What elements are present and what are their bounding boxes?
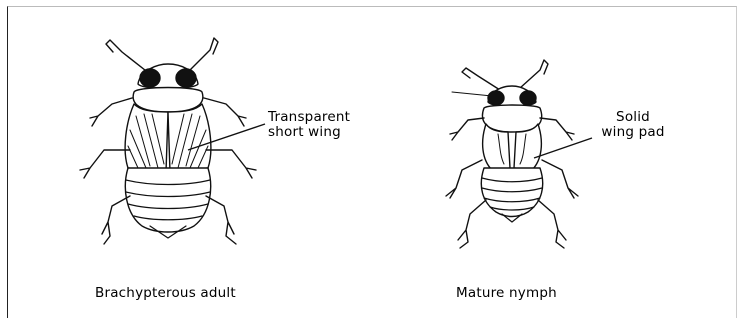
caption-mature-nymph: Mature nymph [456, 286, 557, 301]
callout-left-line1: Transparent [268, 110, 350, 125]
callout-right-line2: wing pad [598, 125, 668, 140]
callout-line-wing-pad [534, 138, 592, 158]
caption-brachypterous-adult: Brachypterous adult [95, 286, 236, 301]
mature-nymph-drawing [446, 60, 578, 248]
callout-right-line1: Solid [598, 110, 668, 125]
callout-label-solid-wing-pad: Solid wing pad [598, 110, 668, 140]
brachypterous-adult-drawing [80, 38, 256, 244]
callout-label-transparent-short-wing: Transparent short wing [268, 110, 350, 140]
callout-left-line2: short wing [268, 125, 350, 140]
